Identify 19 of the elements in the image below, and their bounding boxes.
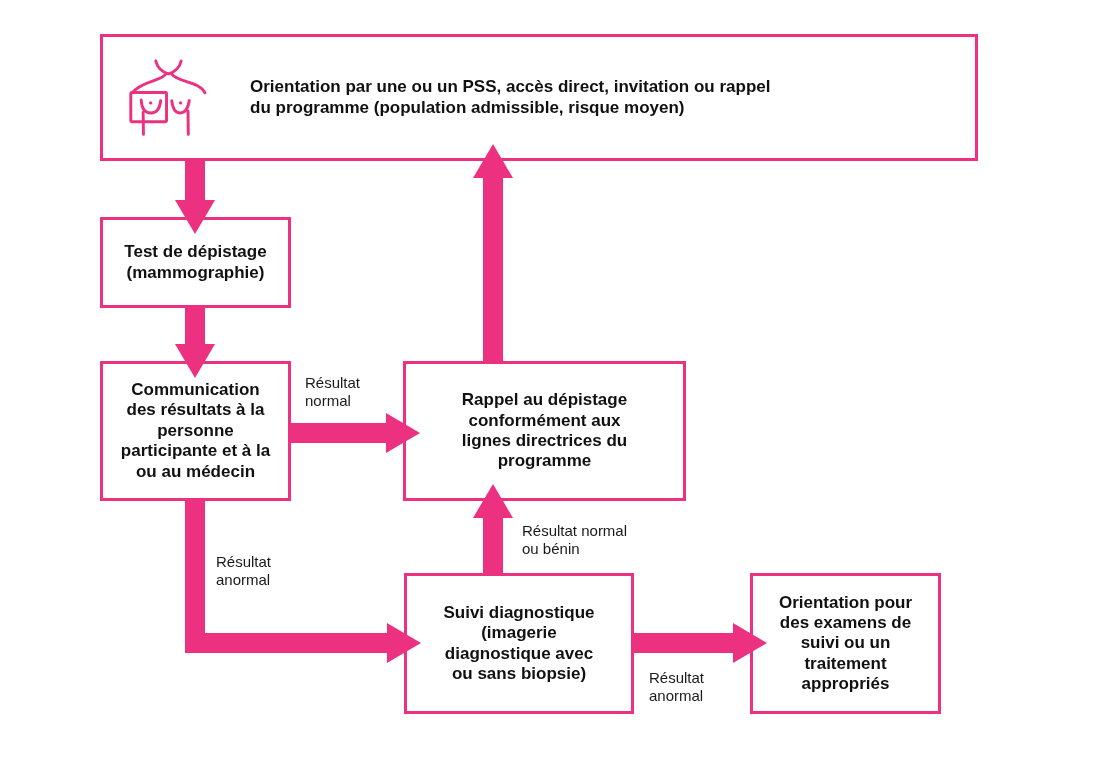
arrow	[175, 161, 215, 234]
arrow	[473, 484, 513, 573]
process-box	[750, 573, 941, 714]
arrow	[175, 308, 215, 378]
process-box	[403, 361, 686, 501]
process-box	[100, 34, 978, 161]
box-text: Suivi diagnostique (imagerie diagnostique avec ou sans biopsie)	[442, 602, 596, 685]
process-box	[100, 361, 291, 501]
box-text: Orientation pour des examens de suivi ou un traitement appropriés	[777, 592, 914, 695]
arrow	[473, 144, 513, 361]
box-text: Orientation par une ou un PSS, accès direct, invitation ou rappel du programme (population admissible, risque moyen)	[250, 77, 772, 118]
arrow	[634, 623, 767, 663]
arrow	[185, 501, 421, 663]
box-text: Rappel au dépistage conformément aux lignes directrices du programme	[460, 390, 629, 472]
arrow	[291, 413, 420, 453]
process-box	[100, 217, 291, 308]
box-text: Communication des résultats à la personne participante et à la ou au médecin	[119, 380, 272, 482]
process-box	[404, 573, 634, 714]
box-text: Test de dépistage (mammographie)	[123, 242, 268, 283]
